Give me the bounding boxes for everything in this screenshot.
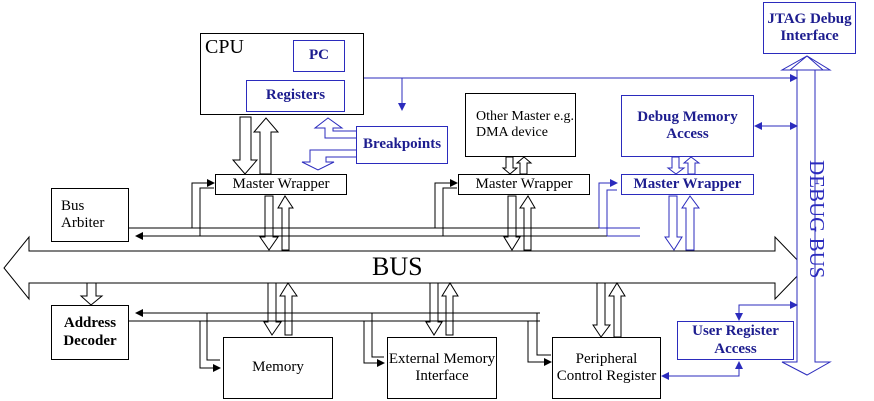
- jtag-debug-interface: JTAG Debug Interface: [763, 2, 856, 54]
- hollow-arrows-blue: [301, 117, 701, 251]
- pc-label: PC: [309, 47, 329, 64]
- user-register-access-block: User Register Access: [677, 321, 794, 360]
- pc-register: PC: [293, 40, 345, 72]
- debug-bus-arrow: [780, 55, 832, 376]
- peripheral-control-register-block: Peripheral Control Register: [552, 337, 661, 399]
- bus-arbiter-block: Bus Arbiter: [51, 188, 129, 242]
- master-wrapper-cpu: Master Wrapper: [215, 174, 347, 195]
- debug-memory-access-block: Debug Memory Access: [621, 95, 754, 157]
- control-wires-black: [129, 179, 640, 372]
- breakpoints-block: Breakpoints: [356, 126, 448, 164]
- address-decoder-block: Address Decoder: [51, 305, 129, 360]
- master-wrapper-debug: Master Wrapper: [621, 174, 754, 195]
- registers-block: Registers: [246, 80, 345, 112]
- other-master-block: Other Master e.g. DMA device: [465, 93, 576, 157]
- cpu-label: CPU: [205, 36, 244, 58]
- external-memory-interface-block: External Memory Interface: [387, 337, 497, 399]
- master-wrapper-dma: Master Wrapper: [458, 174, 590, 195]
- memory-block: Memory: [223, 337, 333, 399]
- registers-label: Registers: [265, 87, 326, 104]
- main-bus-arrow: [3, 235, 806, 301]
- hollow-arrows-black: [79, 116, 626, 338]
- breakpoints-label: Breakpoints: [362, 136, 442, 153]
- bus-label: BUS: [372, 252, 423, 281]
- debug-bus-label: DEBUG BUS: [805, 160, 829, 278]
